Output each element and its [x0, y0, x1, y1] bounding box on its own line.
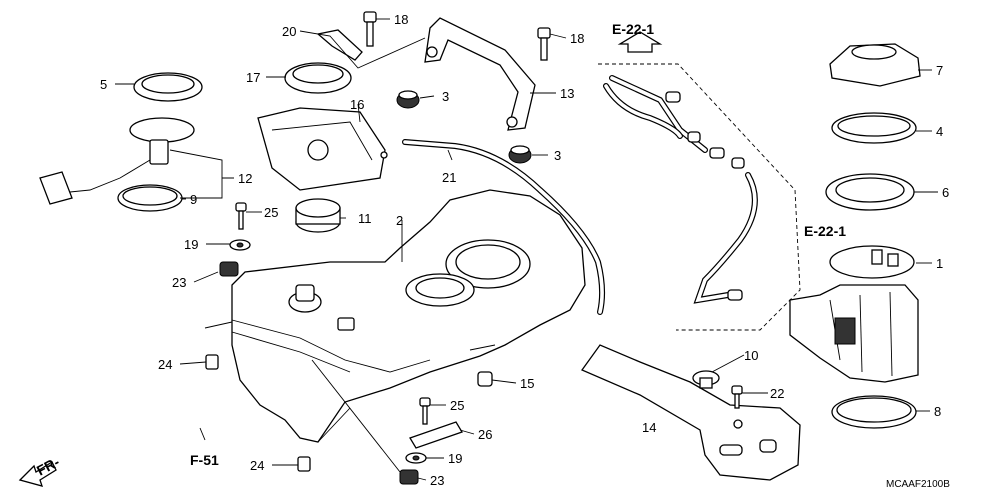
callout-11: 11: [358, 211, 372, 226]
bolt-18-right: [537, 27, 551, 61]
f51-arrow-icon: [199, 427, 206, 441]
cushion-10: [692, 370, 720, 389]
diagram-code: MCAAF2100B: [886, 479, 950, 490]
ring-4: [831, 112, 917, 144]
callout-10: 10: [744, 348, 758, 363]
bolt-25-lower: [419, 397, 431, 425]
callout-2: 2: [396, 213, 403, 228]
callout-3-lower: 3: [554, 148, 561, 163]
clip-15: [477, 371, 493, 387]
fuel-pump-module-1: [789, 245, 919, 383]
callout-19-lower: 19: [448, 451, 462, 466]
tank-strap-13: [424, 17, 536, 131]
bolt-22: [731, 385, 743, 409]
callout-26: 26: [478, 427, 492, 442]
packing-9: [117, 184, 183, 212]
bolt-24-bottom: [297, 456, 311, 472]
callout-14: 14: [642, 420, 656, 435]
callout-9: 9: [190, 192, 197, 207]
reference-e22-top[interactable]: E-22-1: [612, 21, 654, 37]
up-arrow-icon: [617, 31, 663, 53]
callout-23-lower: 23: [430, 473, 444, 488]
callout-20: 20: [282, 24, 296, 39]
cushion-3-lower: [508, 145, 532, 164]
fuel-gauge-sender-12: [39, 117, 195, 205]
bolt-18-left: [363, 11, 377, 47]
callout-17: 17: [246, 70, 260, 85]
callout-24-left: 24: [158, 357, 172, 372]
reference-e22-mid[interactable]: E-22-1: [804, 223, 846, 239]
callout-18-left: 18: [394, 12, 408, 27]
bolt-24-left: [205, 354, 219, 370]
callout-6: 6: [942, 185, 949, 200]
reference-f51[interactable]: F-51: [190, 452, 219, 468]
washer-19-lower: [405, 452, 427, 464]
nut-23-lower: [399, 469, 419, 485]
callout-12: 12: [238, 171, 252, 186]
callout-23-left: 23: [172, 275, 186, 290]
packing-6: [825, 173, 915, 211]
callout-21: 21: [442, 170, 456, 185]
callout-22: 22: [770, 386, 784, 401]
callout-4: 4: [936, 124, 943, 139]
bolt-25-left: [235, 202, 247, 230]
leader-lines: [115, 18, 938, 481]
callout-15: 15: [520, 376, 534, 391]
packing-5: [133, 72, 203, 102]
callout-5: 5: [100, 77, 107, 92]
evap-hose-group: [598, 63, 801, 331]
cushion-3-upper: [396, 90, 420, 109]
callout-24-bottom: 24: [250, 458, 264, 473]
callout-19-left: 19: [184, 237, 198, 252]
fuel-hose-21: [402, 139, 606, 315]
front-arrow-icon: [18, 461, 57, 487]
callout-8: 8: [934, 404, 941, 419]
callout-25-left: 25: [264, 205, 278, 220]
callout-3-upper: 3: [442, 89, 449, 104]
bracket-20: [316, 29, 363, 61]
lock-cap-7: [829, 43, 921, 87]
callout-7: 7: [936, 63, 943, 78]
nut-23-left: [219, 261, 239, 277]
cap-11: [295, 198, 341, 233]
packing-8: [831, 395, 917, 429]
callout-16: 16: [350, 97, 364, 112]
bracket-26: [409, 421, 463, 449]
cover-16: [257, 107, 388, 191]
callout-13: 13: [560, 86, 574, 101]
plate-14: [580, 344, 801, 481]
fuel-tank: [204, 189, 586, 443]
washer-19-left: [229, 239, 251, 251]
callout-18-right: 18: [570, 31, 584, 46]
ring-17: [284, 62, 352, 94]
callout-1: 1: [936, 256, 943, 271]
callout-25-lower: 25: [450, 398, 464, 413]
